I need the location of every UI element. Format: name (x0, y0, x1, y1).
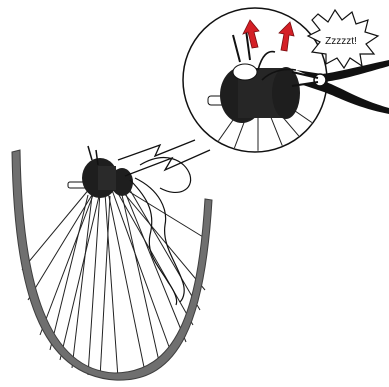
dynamo-wire (130, 180, 177, 305)
hub (68, 146, 133, 198)
wheel-spokes (22, 186, 208, 378)
wire-loop (140, 158, 191, 193)
sound-effect-label: Zzzzzt! (325, 36, 357, 47)
bicycle-wheel (12, 146, 212, 380)
